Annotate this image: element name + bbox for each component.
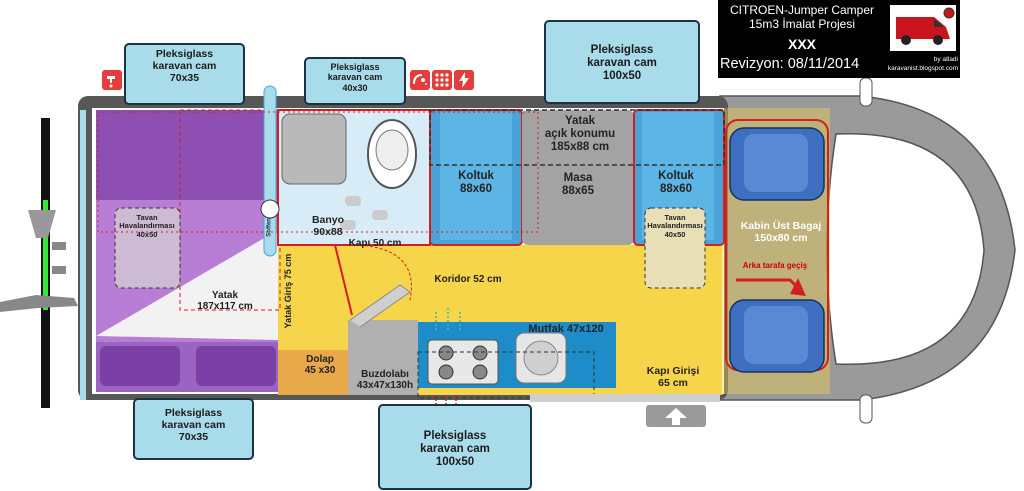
project-title: CITROEN-Jumper Camper: [729, 3, 875, 17]
power-icon: [454, 70, 474, 90]
door-label: Kapı 50 cm: [348, 238, 402, 249]
vent-right: [644, 207, 706, 289]
grid-icon: [432, 70, 452, 90]
project-subtitle: 15m3 İmalat Projesi: [748, 17, 856, 31]
header-box: CITROEN-Jumper Camper 15m3 İmalat Projes…: [718, 0, 960, 78]
window-top-mid: Pleksiglass karavan cam 40x30: [304, 57, 406, 105]
bed-open-label: Yatak açık konumu 185x88 cm: [544, 115, 616, 153]
fridge-label: Buzdolabı 43x47x130h: [356, 369, 414, 392]
cab-seats: [725, 119, 829, 373]
project-code: XXX: [787, 36, 816, 52]
kitchen-label: Mutfak 47x120: [528, 323, 604, 335]
seat-right-label: Koltuk 88x60: [658, 170, 694, 195]
window-bottom-left: Pleksiglass karavan cam 70x35: [133, 398, 254, 460]
shower-pipe-label: Soffen: [266, 218, 273, 237]
window-top-right: Pleksiglass karavan cam 100x50: [544, 20, 700, 104]
window-label: Pleksiglass karavan cam 100x50: [420, 430, 490, 469]
credit-blog: karavanist.blogspot.com: [887, 65, 958, 72]
faucet-icon: [102, 70, 122, 90]
corridor-label: Koridor 52 cm: [434, 274, 502, 285]
shower-icon: [410, 70, 430, 90]
seat-left-label: Koltuk 88x60: [458, 170, 494, 195]
window-label: Pleksiglass karavan cam 100x50: [587, 44, 657, 83]
bed-label: Yatak 187x117 cm: [197, 290, 253, 313]
rear-rack: [0, 118, 78, 408]
window-label: Pleksiglass karavan cam 40x30: [327, 62, 383, 93]
window-label: Pleksiglass karavan cam 70x35: [161, 407, 226, 444]
wardrobe-label: Dolap 45 x30: [304, 354, 336, 377]
bathroom-area: [277, 109, 431, 316]
rear-pass-label: Arka tarafa geçiş: [742, 261, 808, 270]
cab-storage-label: Kabin Üst Bagaj 150x80 cm: [740, 220, 822, 244]
window-label: Pleksiglass karavan cam 70x35: [152, 48, 217, 85]
window-top-left: Pleksiglass karavan cam 70x35: [124, 43, 245, 105]
upload-arrow-icon: [646, 405, 706, 427]
credit-author: by atladi: [933, 56, 958, 63]
vent-left-label: Tavan Havalandırması 40x50: [119, 213, 175, 239]
van-photo: [890, 5, 956, 51]
table-label: Masa 88x65: [562, 172, 594, 197]
vent-left: [114, 207, 181, 289]
vent-right-label: Tavan Havalandırması 40x50: [647, 213, 703, 239]
entry-door-label: Kapı Girişi 65 cm: [646, 365, 700, 389]
bathroom-label: Banyo 90x88: [311, 214, 345, 238]
bed-entry-label: Yatak Giriş 75 cm: [282, 253, 293, 329]
revision-date: Revizyon: 08/11/2014: [720, 56, 860, 72]
window-bottom-mid: Pleksiglass karavan cam 100x50: [378, 404, 532, 490]
